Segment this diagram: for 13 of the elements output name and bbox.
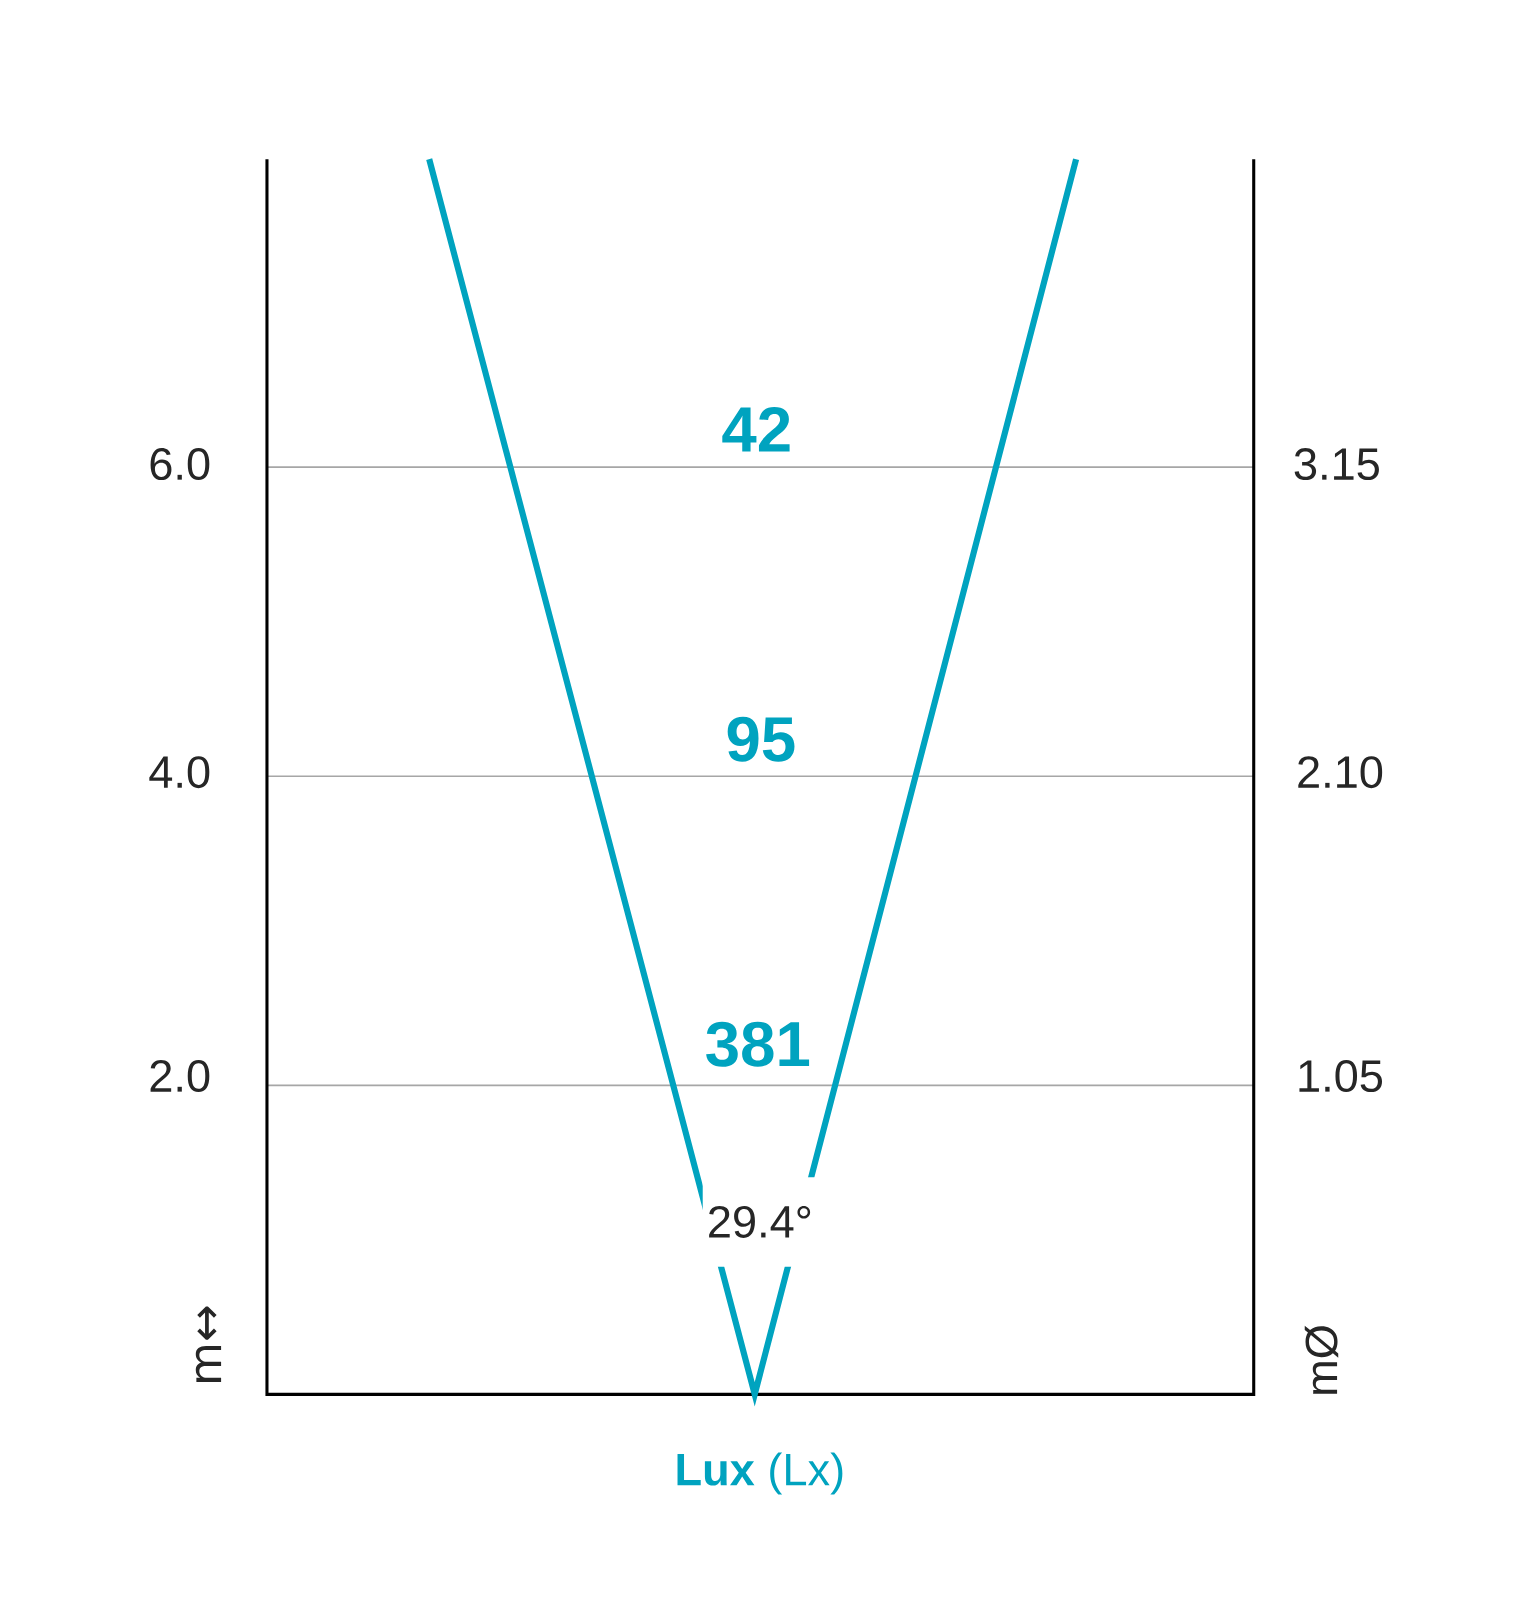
axis-value-label: 6.0 [150, 448, 210, 481]
axis-value-label: 2.10 [1298, 756, 1383, 789]
axis-unit-label: mØ [1304, 1325, 1339, 1394]
lux-value: 381 [706, 1021, 810, 1067]
axis-value-label: 3.15 [1294, 448, 1380, 481]
beam-angle-label: 29.4° [702, 1177, 818, 1267]
axis-value-label: 1.05 [1299, 1060, 1383, 1093]
axis-value-label: 4.0 [149, 756, 210, 789]
axis-value-label: 2.0 [150, 1060, 210, 1093]
lux-value: 42 [722, 407, 790, 452]
axis-title: Lux (Lx) [677, 1452, 843, 1495]
axis-unit-label: m↔ [196, 1306, 222, 1382]
lux-value: 95 [727, 716, 795, 762]
